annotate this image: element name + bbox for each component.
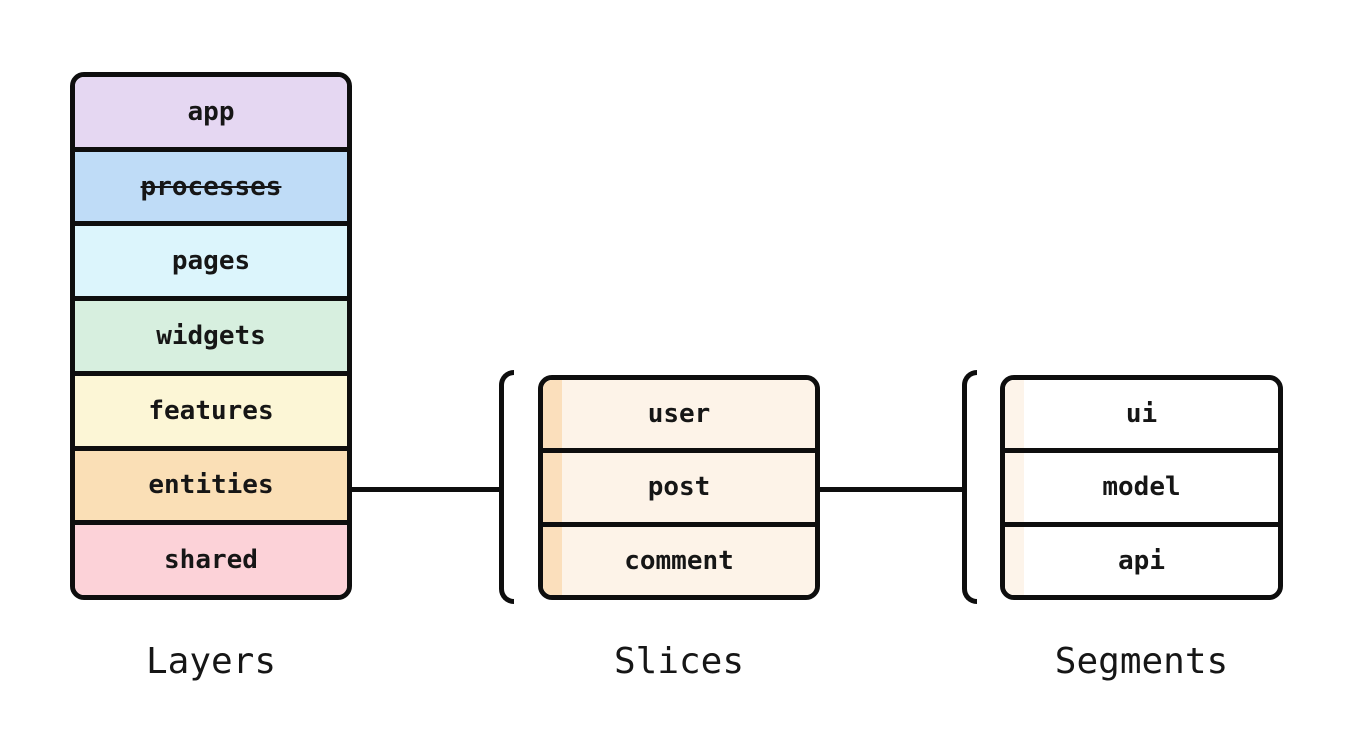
segment-label-ui: ui bbox=[1125, 399, 1158, 430]
layer-row-shared: shared bbox=[75, 520, 347, 595]
segment-row-model: model bbox=[1005, 448, 1278, 522]
layer-row-pages: pages bbox=[75, 221, 347, 297]
segment-row-api: api bbox=[1005, 521, 1278, 595]
slices-stack: user post comment bbox=[538, 375, 820, 600]
layer-row-processes: processes bbox=[75, 146, 347, 222]
layer-row-widgets: widgets bbox=[75, 296, 347, 371]
layer-label-widgets: widgets bbox=[156, 321, 266, 352]
slice-label-post: post bbox=[647, 472, 711, 503]
segments-stack: ui model api bbox=[1000, 375, 1283, 600]
slice-strip bbox=[543, 453, 562, 522]
layer-row-app: app bbox=[75, 77, 347, 147]
layer-label-entities: entities bbox=[148, 470, 274, 501]
segment-label-api: api bbox=[1118, 545, 1165, 576]
layer-label-processes: processes bbox=[140, 171, 282, 202]
segment-strip bbox=[1005, 380, 1024, 449]
slices-caption: Slices bbox=[613, 641, 745, 682]
slice-strip bbox=[543, 380, 562, 449]
layer-label-features: features bbox=[148, 395, 274, 426]
slice-row-user: user bbox=[543, 380, 815, 449]
segment-strip bbox=[1005, 526, 1024, 595]
segment-label-model: model bbox=[1102, 472, 1181, 503]
slice-label-user: user bbox=[647, 399, 711, 430]
connector-slices-to-segments bbox=[818, 487, 966, 492]
layer-label-app: app bbox=[187, 96, 235, 127]
layer-label-pages: pages bbox=[171, 246, 251, 277]
segment-strip bbox=[1005, 453, 1024, 522]
slice-label-comment: comment bbox=[624, 545, 734, 576]
layers-stack: app processes pages widgets features ent… bbox=[70, 72, 352, 600]
segments-bracket bbox=[962, 370, 977, 604]
layer-row-entities: entities bbox=[75, 445, 347, 521]
connector-layers-to-slices bbox=[350, 487, 502, 492]
slice-strip bbox=[543, 526, 562, 595]
slices-bracket bbox=[499, 370, 514, 604]
layers-caption: Layers bbox=[145, 641, 277, 682]
segment-row-ui: ui bbox=[1005, 380, 1278, 449]
layer-row-features: features bbox=[75, 370, 347, 446]
slice-row-comment: comment bbox=[543, 521, 815, 595]
layer-label-shared: shared bbox=[164, 545, 258, 576]
slice-row-post: post bbox=[543, 448, 815, 522]
segments-caption: Segments bbox=[1054, 641, 1229, 682]
